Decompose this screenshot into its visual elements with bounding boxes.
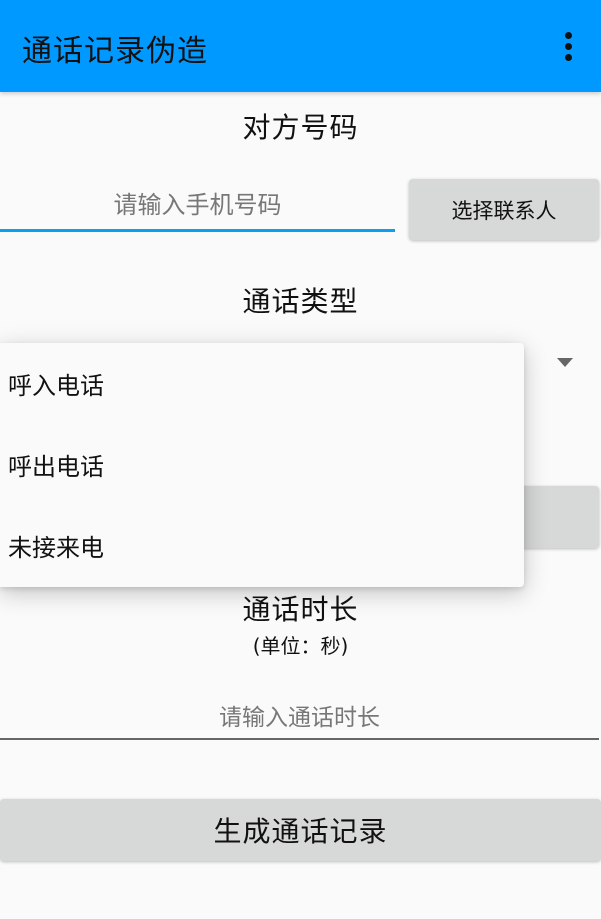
more-vert-icon-dot <box>564 42 572 50</box>
call-duration-input[interactable] <box>0 698 599 740</box>
call-type-dropdown-menu: 呼入电话 呼出电话 未接来电 <box>0 343 524 587</box>
dropdown-arrow-icon[interactable] <box>557 358 573 367</box>
call-type-label: 通话类型 <box>242 285 359 318</box>
app-title: 通话记录伪造 <box>22 34 208 69</box>
more-vert-icon <box>564 31 572 39</box>
call-duration-label: 通话时长 <box>242 593 359 626</box>
more-vert-icon-dot <box>564 53 572 61</box>
more-options-button[interactable] <box>552 26 584 66</box>
duration-unit-note: (单位：秒) <box>252 634 349 658</box>
pick-contact-button[interactable]: 选择联系人 <box>409 179 599 240</box>
dropdown-option-incoming[interactable]: 呼入电话 <box>8 372 104 400</box>
phone-number-label: 对方号码 <box>242 111 359 144</box>
app-bar: 通话记录伪造 <box>0 0 601 92</box>
generate-call-log-button[interactable]: 生成通话记录 <box>0 799 601 861</box>
dropdown-option-missed[interactable]: 未接来电 <box>8 534 104 562</box>
phone-number-input[interactable] <box>0 180 395 232</box>
dropdown-option-outgoing[interactable]: 呼出电话 <box>8 453 104 481</box>
